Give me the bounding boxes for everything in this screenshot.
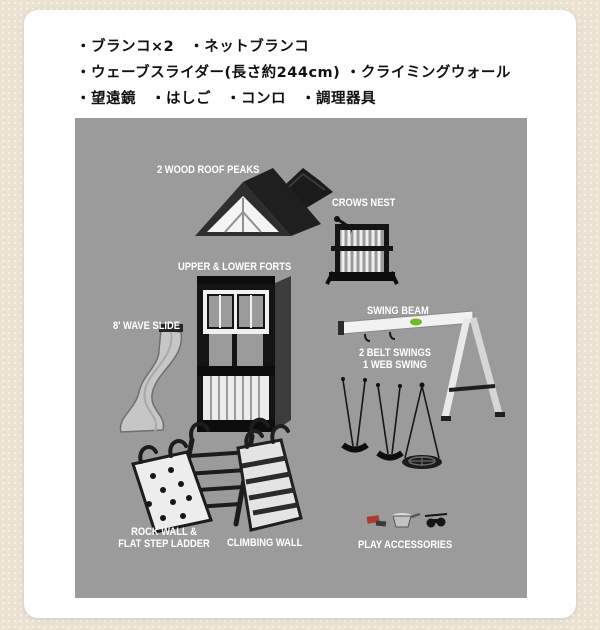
label-swings: 2 BELT SWINGS 1 WEB SWING: [344, 347, 446, 371]
playset-artwork: [119, 168, 505, 534]
climbing-wall-art: [236, 424, 303, 532]
feature-list: ・ブランコ×2 ・ネットブランコ ・ウェーブスライダー(長さ約244cm) ・ク…: [76, 34, 511, 112]
label-play-accessories: PLAY ACCESSORIES: [358, 539, 453, 551]
label-rock-wall-line1: ROCK WALL &: [131, 526, 197, 538]
wave-slide-art: [119, 324, 183, 433]
forts-art: [197, 276, 291, 432]
play-accessories-art: [366, 512, 448, 528]
feature-line-1: ・ブランコ×2 ・ネットブランコ: [76, 39, 310, 55]
swing-beam-art: [338, 310, 505, 421]
feature-line-3: ・望遠鏡 ・はしご ・コンロ ・調理器具: [76, 91, 376, 107]
label-belt-swings: 2 BELT SWINGS: [358, 347, 432, 359]
label-wave-slide: 8' WAVE SLIDE: [113, 320, 181, 332]
label-rock-wall-line2: FLAT STEP LADDER: [118, 538, 210, 550]
crows-nest-art: [325, 216, 399, 285]
swings-art: [341, 377, 442, 469]
label-rock-wall: ROCK WALL & FLAT STEP LADDER: [113, 526, 215, 550]
roof-peaks-art: [195, 168, 333, 236]
label-web-swing: 1 WEB SWING: [363, 359, 427, 371]
label-forts: UPPER & LOWER FORTS: [178, 261, 292, 273]
label-climbing-wall: CLIMBING WALL: [227, 537, 303, 549]
product-card: ・ブランコ×2 ・ネットブランコ ・ウェーブスライダー(長さ約244cm) ・ク…: [24, 10, 576, 618]
label-swing-beam: SWING BEAM: [367, 305, 429, 317]
feature-line-2: ・ウェーブスライダー(長さ約244cm) ・クライミングウォール: [76, 65, 511, 81]
label-roof-peaks: 2 WOOD ROOF PEAKS: [157, 164, 260, 176]
label-crows-nest: CROWS NEST: [332, 197, 396, 209]
playset-diagram: 2 WOOD ROOF PEAKS CROWS NEST UPPER & LOW…: [75, 118, 527, 598]
